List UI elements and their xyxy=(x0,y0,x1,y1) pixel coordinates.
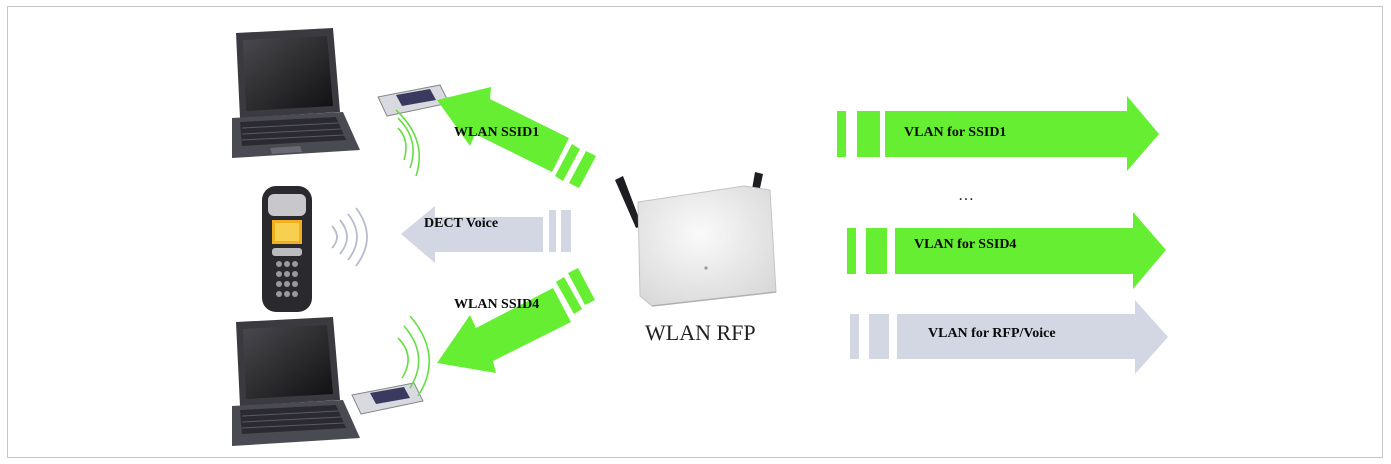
vlan-ssid1-label: VLAN for SSID1 xyxy=(904,125,1006,140)
wlan-ssid1-arrow xyxy=(437,87,596,188)
dect-voice-arrow xyxy=(401,206,571,263)
wlan-ssid1-label: WLAN SSID1 xyxy=(454,125,539,140)
wlan-rfp-access-point-icon xyxy=(615,172,777,307)
radio-waves-bottom-icon xyxy=(397,315,430,397)
radio-waves-phone-icon xyxy=(331,207,368,267)
vlan-rfp-voice-label: VLAN for RFP/Voice xyxy=(928,326,1056,341)
radio-waves-top-icon xyxy=(395,109,420,177)
vlan-ssid4-arrow xyxy=(847,212,1166,289)
vlan-rfp-voice-arrow xyxy=(850,300,1168,374)
laptop-top-icon xyxy=(232,28,360,158)
wlan-ssid4-label: WLAN SSID4 xyxy=(454,297,539,312)
wlan-rfp-label: WLAN RFP xyxy=(645,320,756,345)
laptop-bottom-icon xyxy=(232,317,360,446)
vlan-ellipsis: … xyxy=(958,187,974,204)
dect-handset-icon xyxy=(262,186,312,312)
dect-voice-label: DECT Voice xyxy=(424,216,498,231)
wlan-ssid4-arrow xyxy=(437,268,595,373)
vlan-ssid4-label: VLAN for SSID4 xyxy=(914,237,1016,252)
vlan-ssid1-arrow xyxy=(837,96,1159,171)
wlan-card-bottom-icon xyxy=(351,382,424,415)
